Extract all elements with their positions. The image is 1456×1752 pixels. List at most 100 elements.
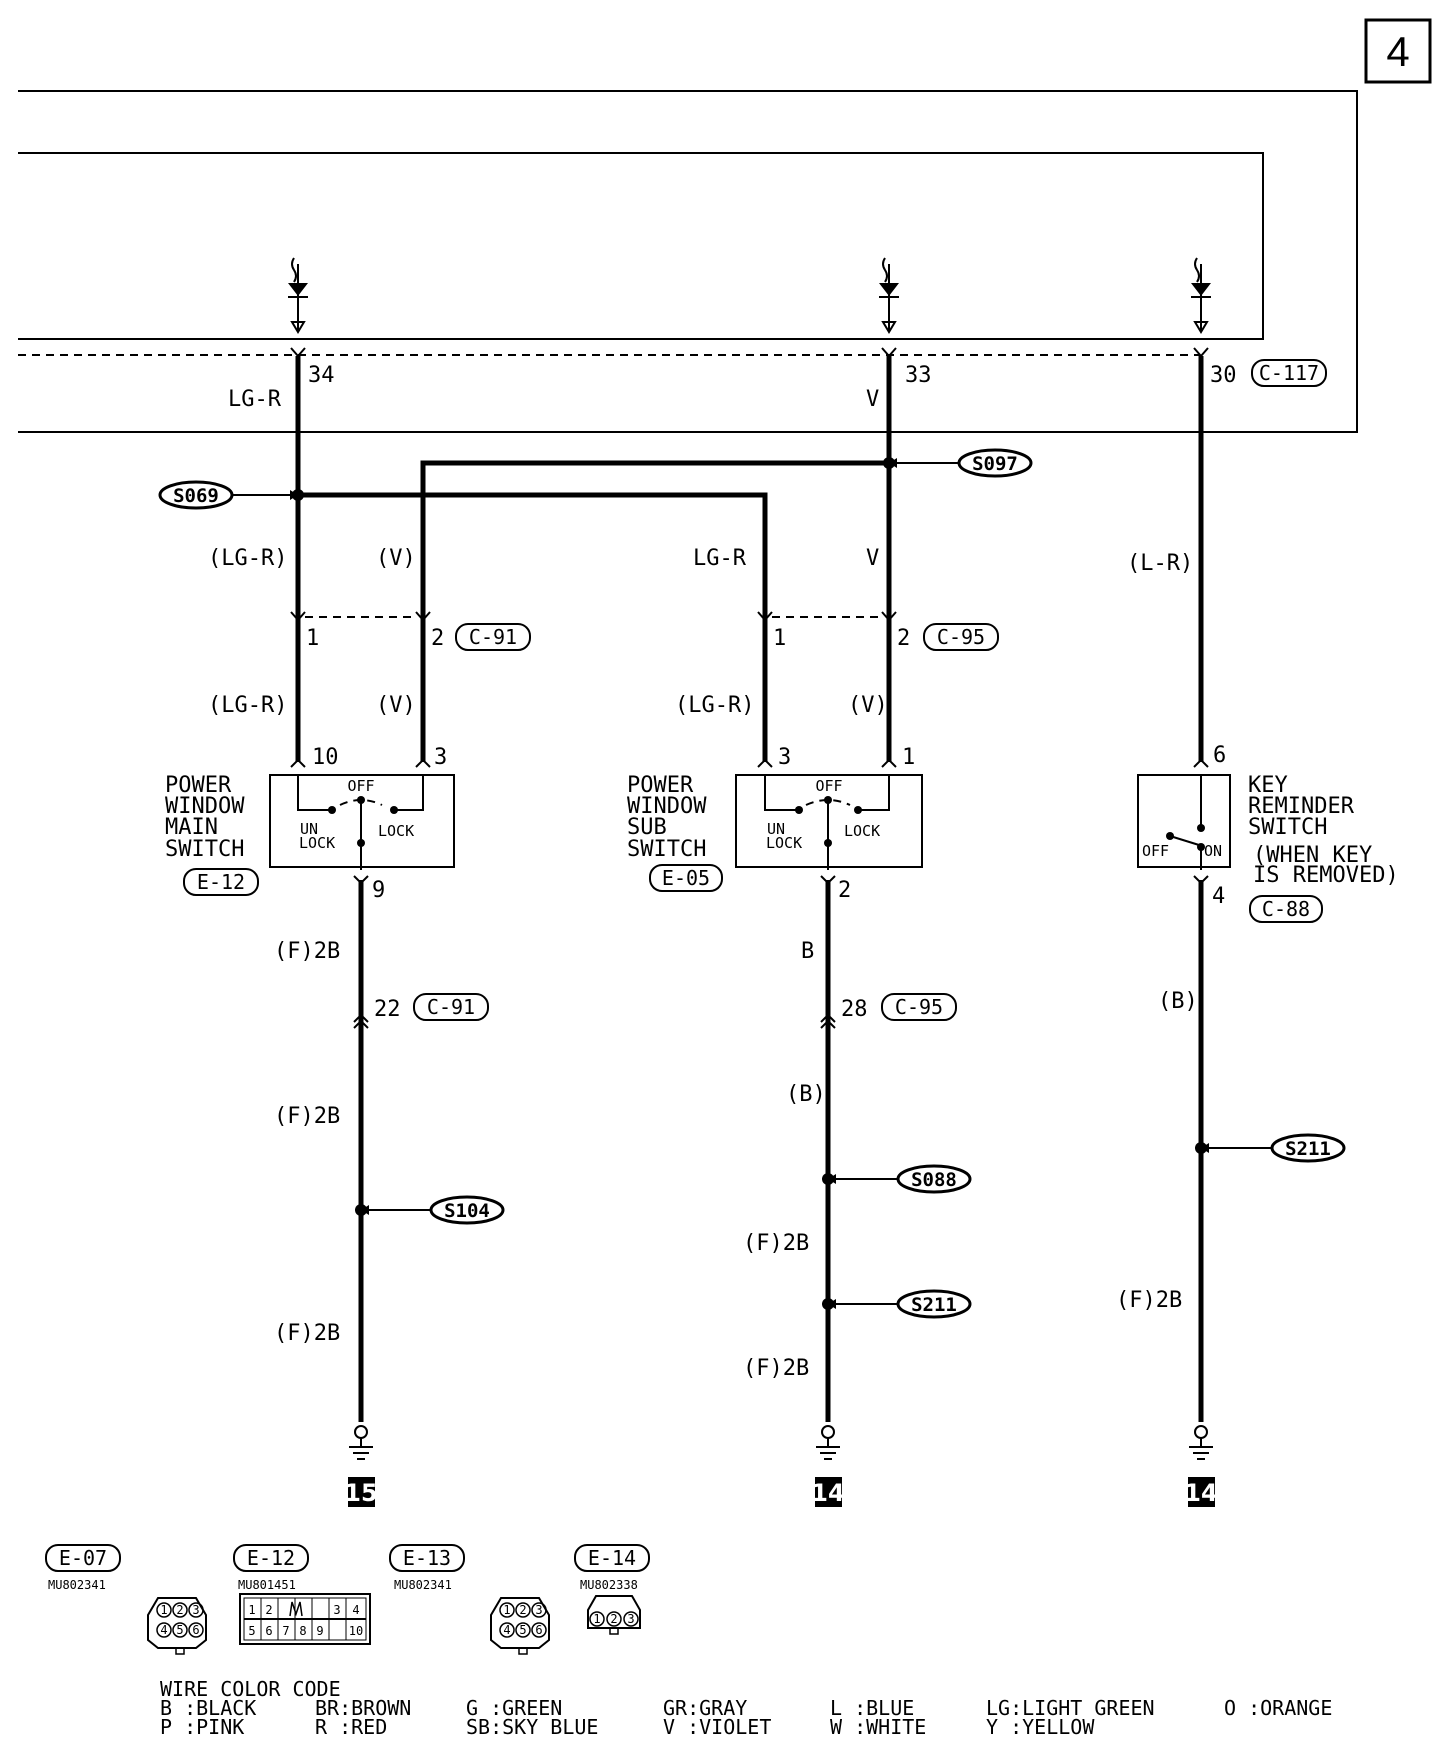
power-window-main-switch: 10 3 OFF UN LOCK LOCK POWER WINDOW MAIN … — [165, 745, 455, 903]
diode-right — [1191, 257, 1211, 334]
connector-c117: C-117 — [1259, 361, 1319, 385]
wire-label-9: (V) — [848, 693, 888, 718]
main-switch-name-2: WINDOW — [165, 794, 245, 819]
wire-label-18: (F)2B — [1116, 1288, 1182, 1313]
sub-switch-un-lock: LOCK — [766, 834, 802, 852]
legend-v: V :VIOLET — [663, 1715, 771, 1739]
connector-view-e12: E-12 MU801451 1 2 3 4 5 6 7 8 9 10 — [233, 1544, 371, 1645]
ground-left: 15 — [344, 1425, 378, 1507]
svg-text:9: 9 — [316, 1624, 323, 1638]
c95-pin-2: 2 — [897, 626, 910, 651]
splice-s211-mid: S211 — [911, 1294, 957, 1316]
svg-text:6: 6 — [192, 1623, 199, 1637]
wire-v-top: V — [866, 387, 879, 412]
main-switch-lock: LOCK — [378, 822, 414, 840]
lower-mid-connector: C-95 — [895, 995, 943, 1019]
svg-text:4: 4 — [160, 1623, 167, 1637]
svg-text:4: 4 — [352, 1603, 359, 1617]
sub-switch-pin-1: 1 — [902, 745, 915, 770]
svg-text:3: 3 — [535, 1603, 542, 1617]
key-switch-id: C-88 — [1262, 897, 1310, 921]
splice-s104: S104 — [444, 1200, 490, 1222]
svg-text:8: 8 — [299, 1624, 306, 1638]
sub-switch-name-2: WINDOW — [627, 794, 707, 819]
wire-label-15: (F)2B — [743, 1231, 809, 1256]
connector-view-e13: E-13 MU802341 1 2 3 4 5 6 — [389, 1544, 550, 1655]
legend-y: Y :YELLOW — [986, 1715, 1095, 1739]
ground-left-number: 15 — [344, 1479, 377, 1507]
wire-label-17: (B) — [1158, 989, 1198, 1014]
diode-left — [288, 257, 308, 334]
connector-view-e12-id: E-12 — [247, 1546, 295, 1570]
wire-label-1: (LG-R) — [208, 546, 287, 571]
wire-label-14: (B) — [786, 1082, 826, 1107]
sub-switch-name-3: SUB — [627, 815, 667, 840]
splice-s097: S097 — [972, 453, 1018, 475]
wire-label-8: (LG-R) — [675, 693, 754, 718]
sub-switch-pin-3: 3 — [778, 745, 791, 770]
sub-switch-id: E-05 — [662, 866, 710, 890]
sub-switch-name-4: SWITCH — [627, 837, 706, 862]
wire-label-13: B — [801, 939, 814, 964]
key-switch-name-2: REMINDER — [1248, 794, 1355, 819]
connector-c95: C-95 — [937, 625, 985, 649]
connector-c117-frame — [1251, 359, 1327, 387]
legend-title: WIRE COLOR CODE — [160, 1677, 341, 1701]
power-window-sub-switch: 3 1 OFF UN LOCK LOCK POWER WINDOW SUB SW… — [627, 745, 923, 903]
page-number-box — [1364, 18, 1432, 84]
sub-switch-lock: LOCK — [844, 822, 880, 840]
svg-text:1: 1 — [160, 1603, 167, 1617]
key-reminder-switch: 6 OFF ON KEY REMINDER SWITCH (WHEN KEY I… — [1137, 743, 1399, 923]
key-switch-pin-6: 6 — [1213, 743, 1226, 768]
svg-text:5: 5 — [519, 1623, 526, 1637]
wire-label-10: (F)2B — [274, 939, 340, 964]
splice-s211-right: S211 — [1285, 1138, 1331, 1160]
main-switch-name-1: POWER — [165, 773, 232, 798]
wire-label-11: (F)2B — [274, 1104, 340, 1129]
sub-switch-un: UN — [767, 820, 785, 838]
svg-text:3: 3 — [192, 1603, 199, 1617]
connector-view-e14: E-14 MU802338 1 2 3 — [574, 1544, 650, 1635]
legend-g: G :GREEN — [466, 1696, 562, 1720]
main-switch-name-4: SWITCH — [165, 837, 244, 862]
main-switch-pin-10: 10 — [312, 745, 339, 770]
wire-label-16: (F)2B — [743, 1356, 809, 1381]
ground-right: 14 — [1184, 1425, 1218, 1507]
main-switch-un-lock: LOCK — [299, 834, 335, 852]
diode-middle — [879, 257, 899, 334]
wire-v-crossover — [420, 460, 889, 762]
c91-pin-1: 1 — [306, 626, 319, 651]
key-switch-note-2: IS REMOVED) — [1253, 863, 1399, 888]
main-switch-pin-3: 3 — [434, 745, 447, 770]
svg-text:2: 2 — [176, 1603, 183, 1617]
legend-l: L :BLUE — [830, 1696, 914, 1720]
wire-color-legend: WIRE COLOR CODE B :BLACK BR:BROWN G :GRE… — [160, 1677, 1332, 1739]
lower-left-pin-22: 22 — [374, 997, 401, 1022]
main-switch-off: OFF — [347, 777, 374, 795]
svg-text:1: 1 — [248, 1603, 255, 1617]
wire-lgr-crossover — [298, 492, 768, 762]
svg-text:1: 1 — [593, 1612, 600, 1626]
main-switch-name-3: MAIN — [165, 815, 218, 840]
key-switch-off: OFF — [1142, 842, 1169, 860]
wire-lgr-top: LG-R — [228, 387, 282, 412]
svg-text:2: 2 — [265, 1603, 272, 1617]
page-number: 4 — [1386, 28, 1409, 75]
svg-text:5: 5 — [176, 1623, 183, 1637]
connector-view-e12-part: MU801451 — [238, 1578, 296, 1592]
lower-left-connector: C-91 — [427, 995, 475, 1019]
wire-label-2: (V) — [376, 546, 416, 571]
sub-switch-pin-2: 2 — [838, 878, 851, 903]
connector-view-e07-id: E-07 — [59, 1546, 107, 1570]
sub-switch-name-1: POWER — [627, 773, 694, 798]
svg-text:6: 6 — [535, 1623, 542, 1637]
ecu-outer-frame — [18, 90, 1358, 433]
sub-switch-off: OFF — [815, 777, 842, 795]
key-switch-pin-4: 4 — [1212, 884, 1225, 909]
ground-mid: 14 — [811, 1425, 845, 1507]
legend-w: W :WHITE — [830, 1715, 926, 1739]
main-switch-un: UN — [300, 820, 318, 838]
svg-text:6: 6 — [265, 1624, 272, 1638]
ground-right-number: 14 — [1184, 1479, 1217, 1507]
